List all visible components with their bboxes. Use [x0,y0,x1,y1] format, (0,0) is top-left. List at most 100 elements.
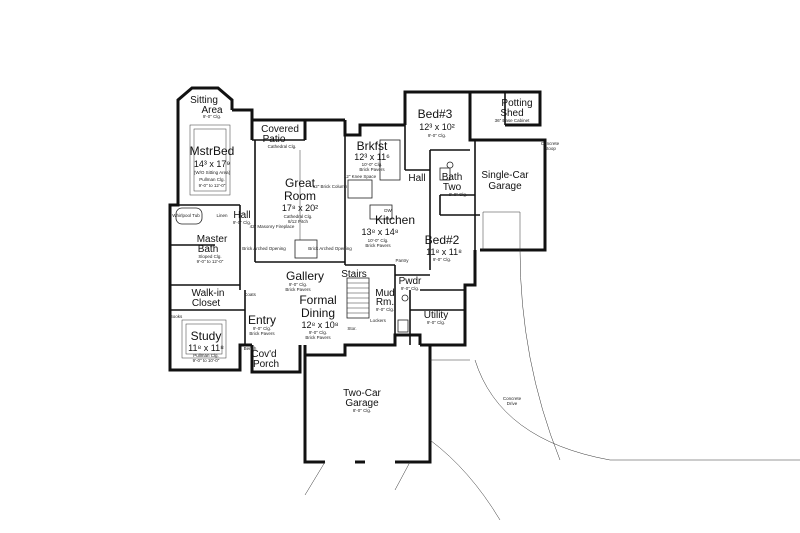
powder-room-label: Pwdr [399,276,422,287]
sitting-area-ceiling: 9'-0" Clg. [203,114,221,119]
great-room-note-2: 8/12 Pitch [288,219,309,224]
coats-note: Coats [244,292,257,297]
potting-shed-label: Potting [501,98,532,109]
two-car-garage-label: Two-Car [343,388,381,399]
covered-porch-label-2: Porch [253,359,279,370]
master-bedroom-note-2: Pullman Clg. [199,177,225,182]
brick-column-note: 12" Brick Column [313,184,348,189]
bed2-dimensions: 11⁸ x 11⁸ [426,247,462,257]
sitting-area-label-2: Area [201,105,223,116]
hall-upper-label: Hall [408,173,425,184]
sitting-area-label: Sitting [190,95,218,106]
master-bath-label-2: Bath [198,244,219,255]
storage-note: Stor. [347,326,356,331]
formal-dining-dimensions: 12⁸ x 10⁸ [301,320,338,330]
study-note-2: 9'-0" to 10'-0" [193,358,220,363]
bath-two-ceiling: 9'-0" Clg. [449,192,467,197]
books-note: Books [170,314,183,319]
covered-patio-label: Covered [261,124,299,135]
master-bath-label: Master [197,234,228,245]
single-car-garage-label: Single-Car [481,170,529,181]
bed3-label: Bed#3 [418,107,453,121]
covered-patio-ceiling: Cathedral Clg. [268,144,297,149]
powder-room-ceiling: 9'-0" Clg. [401,286,419,291]
kitchen-note-1: 10'-0" Clg. [368,238,389,243]
master-bedroom-label: MstrBed [190,144,235,158]
covered-patio-label-2: Patio [263,134,286,145]
breakfast-note-2: Brick Pavers [359,167,385,172]
formal-dining-note-1: 9'-0" Clg. [309,330,327,335]
brick-arch-left-note: Brick Arched Opening [242,246,286,251]
dishwasher-note: DW [384,208,392,213]
bed2-ceiling: 9'-0" Clg. [433,257,451,262]
master-bedroom-dimensions: 14³ x 17⁹ [194,159,231,169]
master-bath-note-2: 9'-0" to 12'-0" [197,259,224,264]
potting-shed-cabinet: 36" Base Cabinet [495,118,531,123]
gallery-note-2: Brick Pavers [285,287,311,292]
bath-two-label-2: Two [443,182,462,193]
breakfast-dimensions: 12³ x 11⁶ [354,152,390,162]
bed3-ceiling: 9'-0" Clg. [428,133,446,138]
formal-dining-label-2: Dining [301,306,335,320]
potting-shed-label-2: Shed [500,108,523,119]
formal-dining-note-2: Brick Pavers [305,335,331,340]
entry-label: Entry [248,313,276,327]
bath-two-label: Bath [442,172,463,183]
annotations: Whirlpool Tub Linen Brick Arched Opening… [170,174,410,351]
hall-left-ceiling: 9'-0" Clg. [233,220,251,225]
breakfast-label: Brkfst [357,139,388,153]
knee-space-note: 12" Knee Space [344,174,377,179]
great-room-label-2: Room [284,189,316,203]
two-car-garage-ceiling: 8'-0" Clg. [353,408,371,413]
utility-label: Utility [424,310,448,321]
entry-note-1: 9'-0" Clg. [253,326,271,331]
great-room-label: Great [285,176,316,190]
driveway [304,249,800,521]
master-bath-note-1: Sloped Clg. [198,254,221,259]
breakfast-note-1: 10'-0" Clg. [362,162,383,167]
masonry-fireplace-note: 42" Masonry Fireplace [250,224,295,229]
mud-room-label: Mud [375,288,394,299]
formal-dining-label: Formal [299,293,336,307]
walk-in-closet-label-2: Closet [192,298,221,309]
great-room-dimensions: 17⁸ x 20² [282,203,318,213]
concrete-drive-label-2: Drive [507,401,518,406]
gallery-note-1: 9'-0" Clg. [289,282,307,287]
concrete-drive-label: Concrete [503,396,522,401]
study-note-1: Pullman Clg. [193,353,219,358]
utility-ceiling: 9'-0" Clg. [427,320,445,325]
mud-room-ceiling: 9'-0" Clg. [376,307,394,312]
great-room-note-1: Cathedral Clg. [284,214,313,219]
bed3-dimensions: 12³ x 10² [419,122,455,132]
kitchen-label: Kitchen [375,213,415,227]
concrete-stoop-label: Concrete [541,141,560,146]
pantry-note: Pantry [395,258,409,263]
kitchen-note-2: Brick Pavers [365,243,391,248]
master-bedroom-note-1: (W/O Sitting Area) [194,170,231,175]
walk-in-closet-label: Walk-in [192,288,225,299]
fixture-details [175,124,521,359]
linen-note: Linen [216,213,228,218]
entry-note-2: Brick Pavers [249,331,275,336]
master-bedroom-note-3: 9'-0" to 12'-0" [199,183,226,188]
gallery-label: Gallery [286,269,324,283]
room-labels: Sitting Area 9'-0" Clg. MstrBed 14³ x 17… [188,95,560,413]
concrete-stoop-label-2: Stoop [544,146,556,151]
interior-walls [170,92,506,345]
brick-arch-right-note: Brick Arched Opening [308,246,352,251]
hall-left-label: Hall [233,210,250,221]
stairs-label: Stairs [341,269,367,280]
bed2-label: Bed#2 [425,233,460,247]
lockers-note: Lockers [370,318,387,323]
kitchen-dimensions: 13⁸ x 14⁸ [361,227,398,237]
covered-porch-label: Cov'd [251,349,276,360]
two-car-garage-label-2: Garage [345,398,379,409]
single-car-garage-label-2: Garage [488,181,522,192]
study-dimensions: 11⁸ x 11⁸ [188,343,224,353]
bench-note: Bench [244,346,257,351]
whirlpool-tub-note: Whirlpool Tub [172,213,200,218]
study-label: Study [191,329,222,343]
mud-room-label-2: Rm. [376,297,394,308]
